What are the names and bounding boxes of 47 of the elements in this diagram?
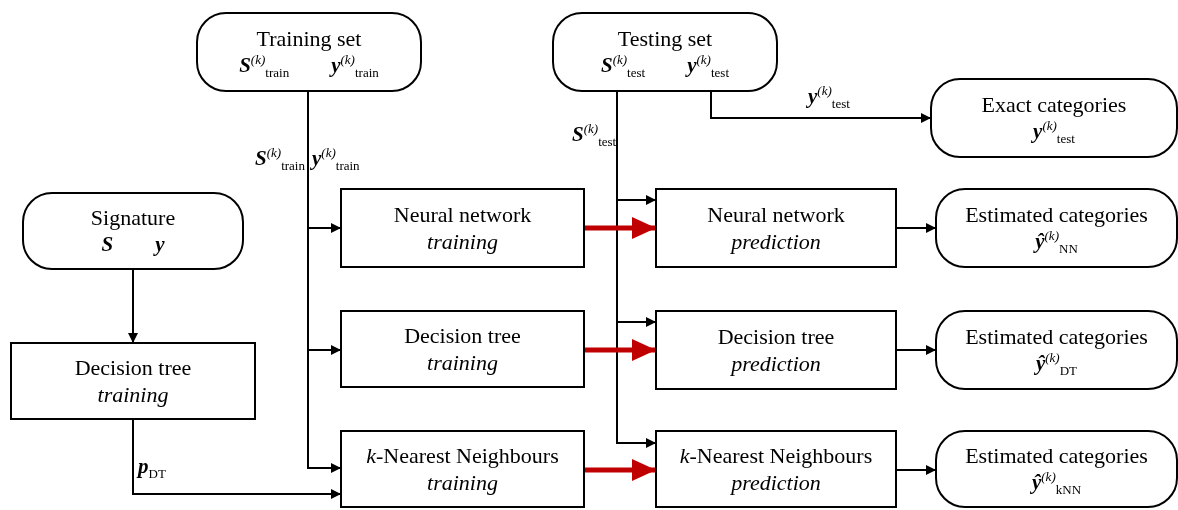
arrow [585, 217, 656, 239]
node-title: Exact categories [981, 91, 1127, 118]
process-box [655, 188, 897, 268]
node-title: Neural network [393, 201, 532, 227]
process-box [340, 310, 585, 388]
arrow [585, 339, 656, 361]
node-subtitle: prediction [731, 351, 821, 377]
node-title: k-Nearest Neighbours [679, 442, 873, 468]
process-box [340, 188, 585, 268]
node-subtitle: training [427, 470, 498, 496]
process-box [10, 342, 256, 420]
arrow [132, 419, 341, 499]
terminal-box [935, 188, 1178, 268]
node-subtitle: prediction [731, 229, 821, 255]
process-box [655, 430, 897, 508]
arrow [128, 269, 138, 343]
terminal-box [935, 310, 1178, 390]
edge-label: p$_{DT}$ [138, 454, 166, 480]
arrow [896, 465, 936, 475]
arrow [896, 223, 936, 233]
node-title: Estimated categories [965, 323, 1148, 350]
process-box [655, 310, 897, 390]
math-symbol: y [155, 232, 165, 258]
node-title: Estimated categories [965, 442, 1148, 469]
node-subtitle: training [97, 382, 169, 408]
process-box [340, 430, 585, 508]
node-title: Testing set [617, 25, 713, 52]
node-subtitle: prediction [731, 470, 821, 496]
arrow [585, 459, 656, 481]
node-title: Estimated categories [965, 201, 1148, 228]
node-title: Signature [90, 204, 176, 231]
terminal-box [935, 430, 1178, 508]
node-title: Neural network [707, 201, 845, 227]
terminal-box [552, 12, 778, 92]
arrow [710, 91, 931, 123]
node-title: Decision tree [717, 323, 835, 349]
terminal-box [196, 12, 422, 92]
node-title: Decision tree [74, 354, 192, 380]
node-title: Training set [256, 25, 362, 52]
arrow [896, 345, 936, 355]
node-title: Decision tree [404, 322, 521, 348]
terminal-box [930, 78, 1178, 158]
node-subtitle: training [427, 350, 498, 376]
math-symbol: S [101, 232, 114, 258]
node-subtitle: training [427, 229, 498, 255]
terminal-box [22, 192, 244, 270]
node-title: k-Nearest Neighbours [366, 442, 559, 468]
